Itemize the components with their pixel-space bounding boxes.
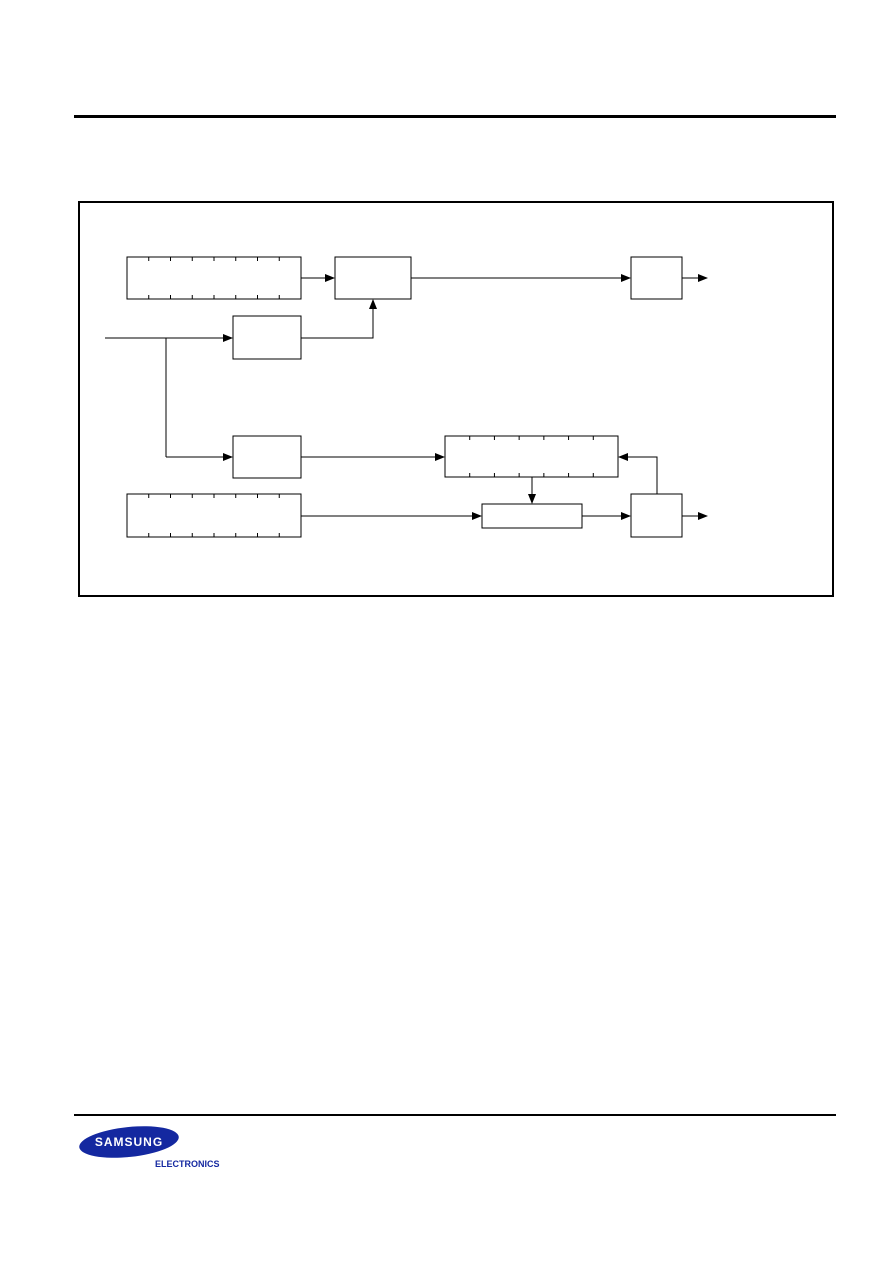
register-bottom (126, 493, 302, 538)
logo-wordmark: SAMSUNG (95, 1135, 163, 1149)
block-bottom-output (630, 493, 683, 538)
block-top-middle (334, 256, 412, 300)
header-rule (74, 115, 836, 118)
register-middle (444, 435, 619, 478)
footer-rule (74, 1114, 836, 1116)
block-top-output (630, 256, 683, 300)
register-middle-bit-ticks (469, 436, 594, 477)
logo-subtitle: ELECTRONICS (155, 1159, 220, 1169)
arrow-feedback-to-register (618, 453, 658, 494)
block-compare (481, 503, 583, 529)
register-top-bit-ticks (148, 257, 280, 299)
register-top (126, 256, 302, 300)
register-bottom-bit-ticks (148, 494, 280, 537)
arrow-upper-small-to-block (301, 299, 377, 339)
block-upper-small (232, 315, 302, 360)
block-lower-small (232, 435, 302, 479)
samsung-logo: SAMSUNG (79, 1126, 179, 1158)
diagram-frame (78, 201, 834, 597)
